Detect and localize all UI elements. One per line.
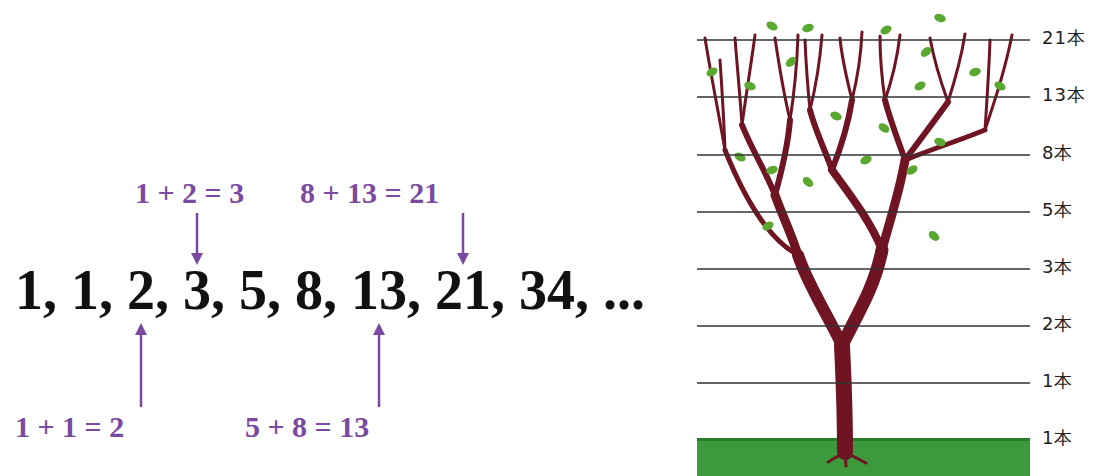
- branch-count: 8本: [1042, 144, 1073, 162]
- branch-count: 2本: [1042, 315, 1073, 333]
- pointer-arrow: [457, 213, 469, 265]
- branch-count: 1本: [1042, 372, 1073, 390]
- branch-count: 5本: [1042, 201, 1073, 219]
- sum-equation: 1 + 2 = 3: [135, 178, 244, 208]
- ground-band: [697, 438, 1030, 476]
- sum-equation: 1 + 1 = 2: [15, 412, 124, 442]
- branch-count: 1本: [1042, 429, 1073, 447]
- level-lines: [697, 40, 1030, 383]
- arrow-shaft: [462, 213, 465, 253]
- tree-leaves: [705, 12, 1007, 243]
- arrow-shaft: [196, 213, 199, 253]
- pointer-arrow: [135, 323, 147, 407]
- ground-edge: [697, 438, 1030, 441]
- arrow-shaft: [378, 335, 381, 407]
- sum-equation: 5 + 8 = 13: [245, 412, 369, 442]
- branch-count: 21本: [1042, 29, 1086, 47]
- fibonacci-sequence: 1, 1, 2, 3, 5, 8, 13, 21, 34, ...: [15, 262, 645, 318]
- arrow-head: [135, 323, 147, 335]
- pointer-arrow: [373, 323, 385, 407]
- pointer-arrow: [191, 213, 203, 265]
- branch-count: 3本: [1042, 258, 1073, 276]
- sum-equation: 8 + 13 = 21: [300, 178, 439, 208]
- arrow-head: [373, 323, 385, 335]
- branch-count: 13本: [1042, 86, 1086, 104]
- arrow-shaft: [140, 335, 143, 407]
